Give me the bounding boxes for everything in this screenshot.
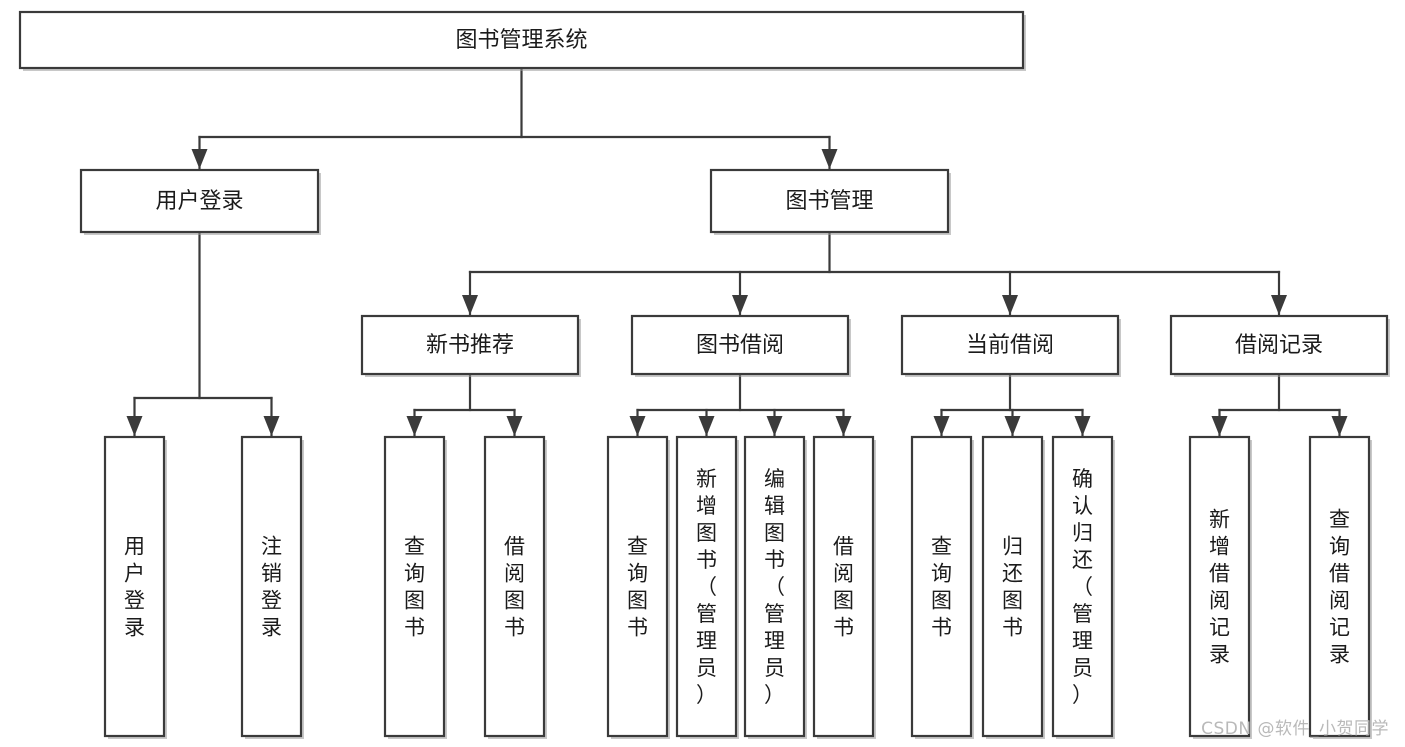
node-label: 借阅记录	[1235, 333, 1323, 358]
node-label: 新增借阅记录	[1209, 508, 1230, 667]
node-label: 借阅图书	[504, 535, 525, 640]
arrow-head-icon	[1211, 416, 1228, 436]
node-label: 查询借阅记录	[1329, 508, 1350, 667]
arrow-head-icon	[766, 416, 783, 436]
arrow-head-icon	[1004, 416, 1021, 436]
node-label: 归还图书	[1002, 535, 1023, 640]
arrow-head-icon	[1002, 295, 1018, 315]
arrow-head-icon	[126, 416, 143, 436]
node-label: 注销登录	[261, 535, 282, 640]
arrow-head-icon	[1074, 416, 1091, 436]
node-current-borrow[interactable]: 当前借阅	[900, 314, 1121, 377]
node-label: 查询图书	[627, 535, 648, 640]
node-label: 图书借阅	[696, 333, 784, 358]
node-label: 用户登录	[155, 189, 243, 214]
node-leaf-query-record[interactable]: 查询借阅记录	[1308, 435, 1372, 739]
node-label: 图书管理	[785, 189, 873, 214]
node-root-system[interactable]: 图书管理系统	[18, 10, 1026, 71]
node-book-borrow[interactable]: 图书借阅	[630, 314, 851, 377]
arrow-head-icon	[406, 416, 423, 436]
node-leaf-edit-book[interactable]: 编辑图书（管理员）	[743, 435, 807, 739]
node-leaf-confirm-return[interactable]: 确认归还（管理员）	[1051, 435, 1115, 739]
node-leaf-borrow-book-1[interactable]: 借阅图书	[483, 435, 547, 739]
node-label: 图书管理系统	[455, 28, 587, 53]
arrow-head-icon	[506, 416, 523, 436]
arrow-head-icon	[1331, 416, 1348, 436]
connector-layer	[126, 66, 1348, 438]
node-borrow-record[interactable]: 借阅记录	[1169, 314, 1390, 377]
node-leaf-query-book-1[interactable]: 查询图书	[383, 435, 447, 739]
arrow-head-icon	[1271, 295, 1287, 315]
node-label: 新书推荐	[426, 333, 514, 358]
node-leaf-add-record[interactable]: 新增借阅记录	[1188, 435, 1252, 739]
arrow-head-icon	[698, 416, 715, 436]
watermark: CSDN @软件_小贺同学	[1201, 719, 1389, 739]
node-leaf-logout[interactable]: 注销登录	[240, 435, 304, 739]
arrow-head-icon	[629, 416, 646, 436]
arrow-head-icon	[462, 295, 478, 315]
node-label: 用户登录	[124, 535, 145, 640]
node-label: 当前借阅	[966, 333, 1054, 358]
node-leaf-add-book[interactable]: 新增图书（管理员）	[675, 435, 739, 739]
node-leaf-borrow-book-2[interactable]: 借阅图书	[812, 435, 876, 739]
node-leaf-user-login[interactable]: 用户登录	[103, 435, 167, 739]
node-label: 查询图书	[931, 535, 952, 640]
node-book-manage[interactable]: 图书管理	[709, 168, 951, 235]
node-user-login[interactable]: 用户登录	[79, 168, 321, 235]
node-leaf-query-book-2[interactable]: 查询图书	[606, 435, 670, 739]
arrow-head-icon	[835, 416, 852, 436]
node-label: 编辑图书（管理员）	[764, 467, 785, 707]
arrow-head-icon	[732, 295, 748, 315]
node-label: 确认归还（管理员）	[1072, 467, 1093, 707]
node-leaf-query-book-3[interactable]: 查询图书	[910, 435, 974, 739]
arrow-head-icon	[191, 149, 208, 169]
arrow-head-icon	[933, 416, 950, 436]
node-new-book-rec[interactable]: 新书推荐	[360, 314, 581, 377]
node-label: 查询图书	[404, 535, 425, 640]
arrow-head-icon	[263, 416, 280, 436]
node-layer: 图书管理系统用户登录图书管理新书推荐图书借阅当前借阅借阅记录用户登录注销登录查询…	[18, 10, 1390, 739]
node-leaf-return-book[interactable]: 归还图书	[981, 435, 1045, 739]
arrow-head-icon	[821, 149, 838, 169]
node-label: 新增图书（管理员）	[696, 467, 717, 707]
node-label: 借阅图书	[833, 535, 854, 640]
